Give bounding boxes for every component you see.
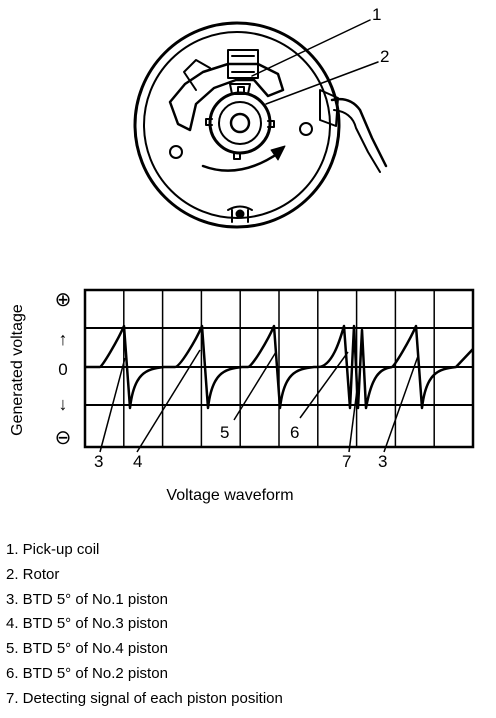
- y-axis-label: Generated voltage: [9, 304, 26, 436]
- rotor-teeth: [205, 86, 275, 160]
- legend-list: 1. Pick-up coil 2. Rotor 3. BTD 5° of No…: [6, 538, 283, 712]
- wire-loom: [330, 97, 388, 168]
- leader-4: [136, 349, 201, 453]
- bottom-screw: [235, 209, 245, 219]
- wave-callout-3b: 3: [378, 452, 387, 471]
- legend-item: 6. BTD 5° of No.2 piston: [6, 664, 168, 682]
- waveform-leaders: [99, 349, 419, 453]
- leader-6: [299, 351, 349, 419]
- mount-hole-right: [299, 122, 313, 136]
- mount-hole-left: [169, 145, 183, 159]
- wave-callout-4: 4: [133, 452, 142, 471]
- housing-outer-ring: [133, 21, 341, 229]
- minus-symbol: ⊖: [55, 427, 72, 449]
- pickup-bracket: [168, 62, 285, 132]
- legend-item: 1. Pick-up coil: [6, 541, 100, 558]
- wave-callout-6: 6: [290, 423, 299, 442]
- wave-callout-5: 5: [220, 423, 229, 442]
- leader-5: [233, 351, 277, 421]
- pickup-bracket-arm: [183, 59, 211, 91]
- legend-item: 5. BTD 5° of No.4 piston: [6, 640, 168, 658]
- legend-item: 4. BTD 5° of No.3 piston: [6, 615, 168, 633]
- callout-2: 2: [380, 47, 389, 66]
- legend-item: 7. Detecting signal of each piston posit…: [6, 689, 283, 707]
- wave-callout-3a: 3: [94, 452, 103, 471]
- leader-3b: [383, 355, 419, 453]
- rotor-ring: [218, 101, 262, 145]
- waveform-caption: Voltage waveform: [166, 487, 293, 504]
- wire-grommet: [319, 89, 339, 127]
- rotation-arc: [201, 150, 282, 172]
- leader-line-1: [251, 19, 371, 77]
- legend-item: 2. Rotor: [6, 565, 60, 583]
- distributor-drawing: [133, 19, 388, 229]
- pickup-coil-body: [227, 49, 259, 79]
- voltage-waveform: [85, 324, 474, 410]
- bottom-slot: [227, 205, 253, 223]
- rotor-shaft: [229, 112, 251, 134]
- zero-symbol: 0: [58, 360, 67, 379]
- wire-loom-lower: [333, 109, 381, 173]
- plus-symbol: ⊕: [55, 289, 72, 311]
- legend-item: 3. BTD 5° of No.1 piston: [6, 590, 168, 608]
- leader-7: [348, 389, 358, 453]
- ignition-pickup-diagram: 1 2 Generated voltage ⊕ ↑ 0 ↓ ⊖ 3 4 5 6 …: [9, 5, 475, 504]
- wave-callout-7: 7: [342, 452, 351, 471]
- down-arrow: ↓: [59, 394, 68, 414]
- housing-inner-ring: [143, 31, 331, 219]
- callout-1: 1: [372, 5, 381, 24]
- leader-line-2: [265, 61, 379, 105]
- rotation-arrowhead: [270, 145, 286, 161]
- leader-3a: [99, 357, 126, 453]
- waveform-grid: [83, 288, 475, 449]
- up-arrow: ↑: [59, 329, 68, 349]
